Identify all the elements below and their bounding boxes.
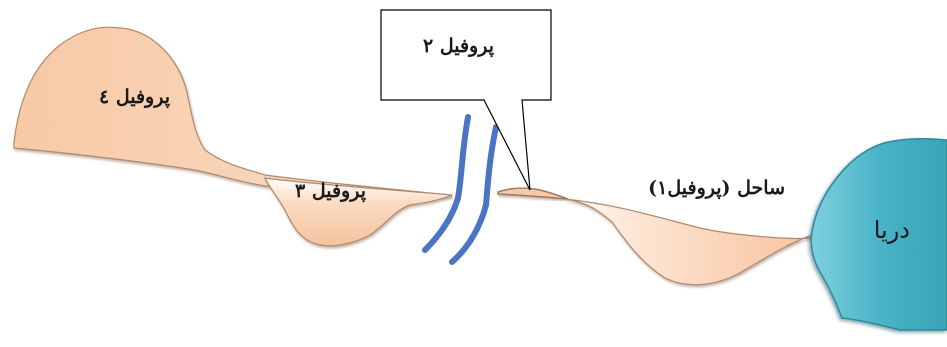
coast-profile-1-label: ساحل (پروفیل۱) bbox=[648, 177, 785, 199]
coast-profile-1 bbox=[564, 198, 813, 286]
sea-body bbox=[810, 138, 947, 331]
profile-2-rise bbox=[497, 187, 569, 200]
profile-4-label: پروفیل ٤ bbox=[99, 86, 170, 108]
profile-4-hill bbox=[13, 26, 453, 197]
river-line-right bbox=[449, 124, 499, 265]
river-line-left bbox=[422, 114, 471, 253]
sea-label: دریا bbox=[874, 216, 910, 244]
profile-2-label: پروفیل ۲ bbox=[423, 35, 494, 57]
profile-2-callout bbox=[380, 9, 552, 191]
profile-3-label: پروفیل ۳ bbox=[295, 180, 366, 202]
profile-3-valley bbox=[263, 177, 453, 247]
